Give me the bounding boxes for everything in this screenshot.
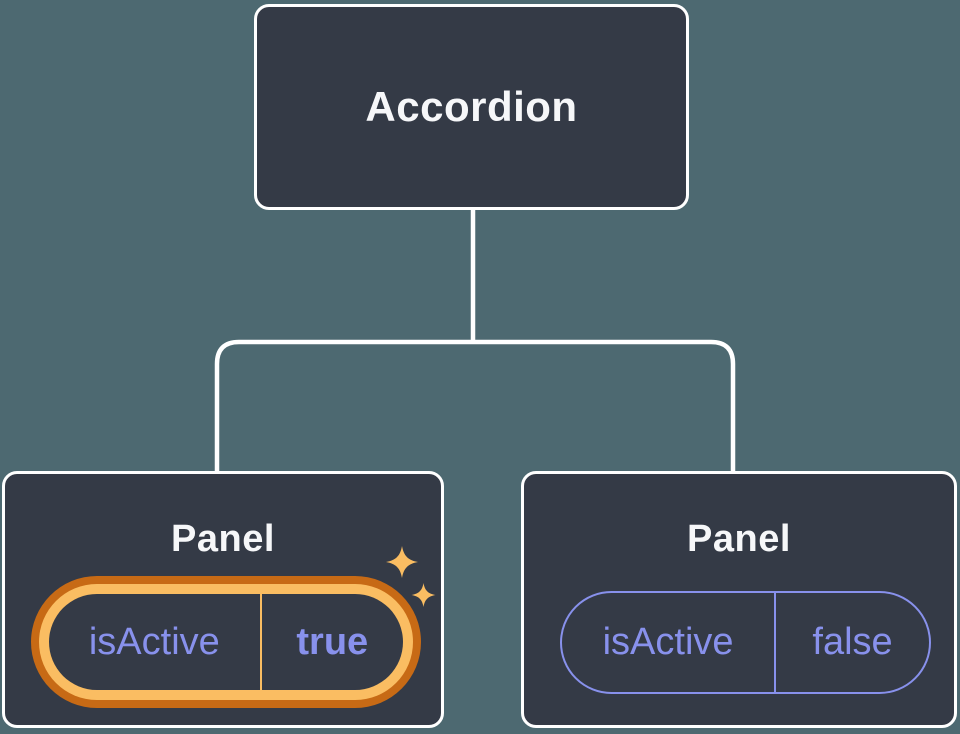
state-pill-inactive: isActive false bbox=[560, 591, 931, 694]
component-node-accordion: Accordion bbox=[254, 4, 689, 210]
state-pill-active-ring: isActive true bbox=[39, 584, 413, 700]
pill-divider bbox=[259, 594, 262, 690]
node-title-accordion: Accordion bbox=[365, 83, 578, 130]
state-pill-active-body: isActive true bbox=[49, 594, 403, 690]
node-title-panel-inactive: Panel bbox=[687, 518, 791, 560]
component-node-panel-inactive: Panel isActive false bbox=[521, 471, 957, 728]
state-key-label: isActive bbox=[602, 621, 734, 663]
state-value-label: false bbox=[812, 621, 893, 663]
state-value-label: true bbox=[296, 620, 369, 663]
component-node-panel-active: Panel isActive true bbox=[2, 471, 444, 728]
node-title-panel-active: Panel bbox=[171, 518, 275, 560]
state-pill-active: isActive true bbox=[31, 576, 421, 708]
state-key-label: isActive bbox=[88, 620, 220, 663]
pill-divider bbox=[774, 593, 777, 692]
